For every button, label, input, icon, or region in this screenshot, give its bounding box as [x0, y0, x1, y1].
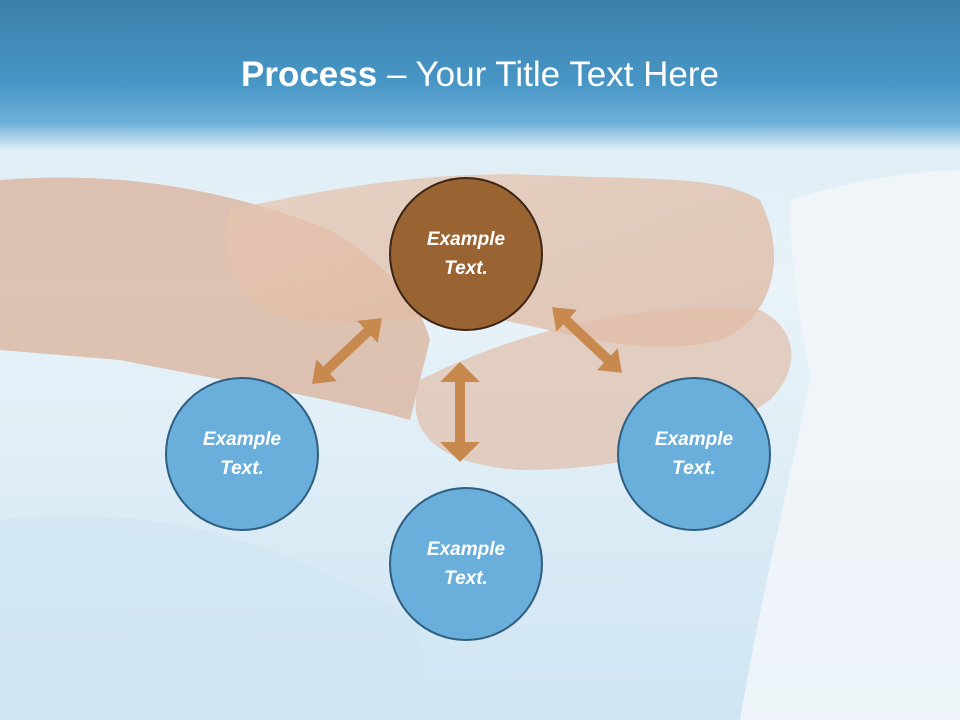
- arrow-center-bottom: [440, 362, 480, 462]
- bottom-node-label: Example Text.: [426, 539, 506, 589]
- title-strong: Process: [241, 55, 378, 94]
- center-node: Example Text.: [389, 177, 543, 331]
- right-node: Example Text.: [617, 377, 771, 531]
- right-node-label: Example Text.: [654, 429, 734, 479]
- left-node: Example Text.: [165, 377, 319, 531]
- bottom-node: Example Text.: [389, 487, 543, 641]
- left-node-label: Example Text.: [202, 429, 282, 479]
- title-rest: – Your Title Text Here: [377, 55, 719, 94]
- title-band: [0, 0, 960, 150]
- center-node-label: Example Text.: [426, 229, 506, 279]
- slide-title: Process – Your Title Text Here: [0, 50, 960, 100]
- arrow-center-left: [312, 318, 382, 384]
- arrow-center-right: [552, 307, 622, 373]
